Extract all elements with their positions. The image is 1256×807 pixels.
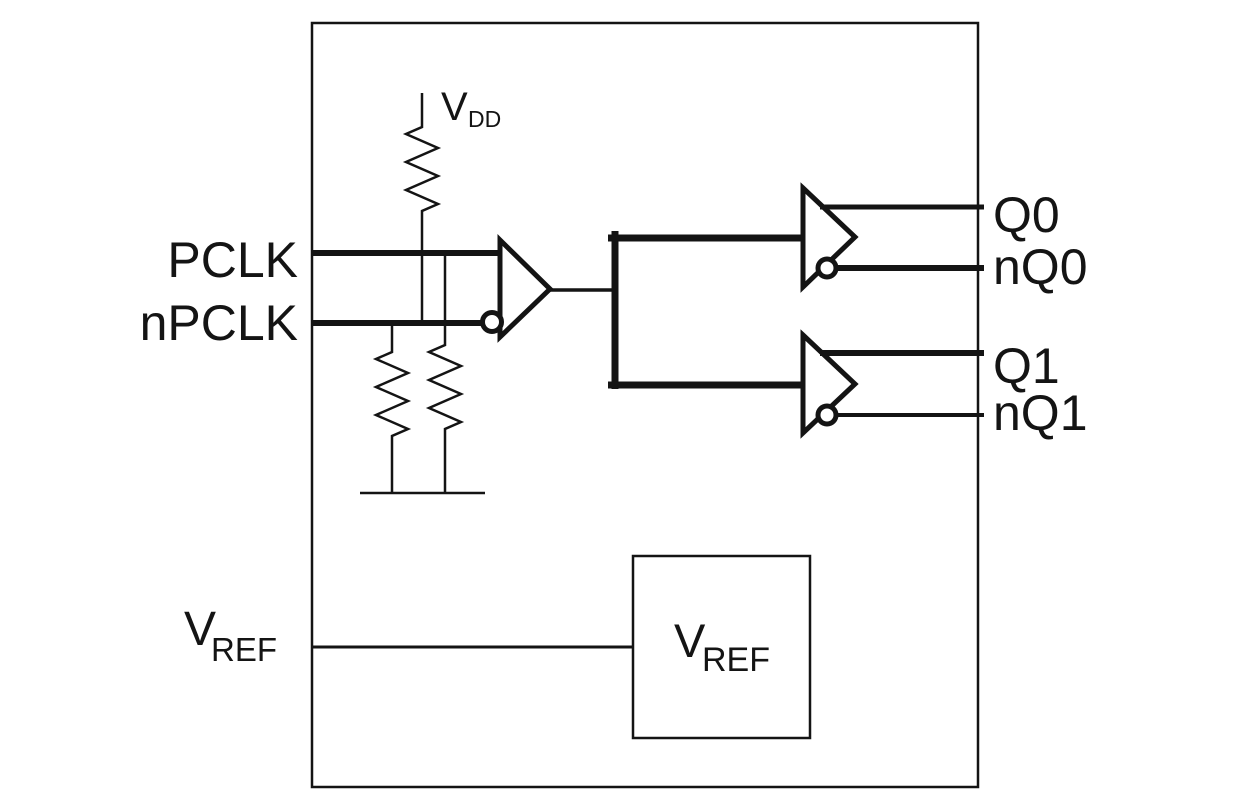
nq1-inversion-bubble: [815, 403, 839, 427]
device-boundary-box: [310, 21, 980, 789]
vref-block-label: V: [674, 614, 706, 667]
input-inversion-bubble: [480, 310, 504, 334]
pclk-label: PCLK: [167, 232, 298, 288]
nq0-label: nQ0: [993, 239, 1088, 295]
input-buffer-triangle: [497, 234, 554, 343]
q1-label: Q1: [993, 338, 1060, 394]
q0-label: Q0: [993, 187, 1060, 243]
vdd-pullup-resistor: [402, 93, 442, 323]
npclk-pulldown-resistor: [372, 325, 412, 493]
vref-input-label-subscript: REF: [211, 631, 277, 668]
npclk-label: nPCLK: [140, 295, 298, 351]
nq1-label: nQ1: [993, 385, 1088, 441]
vref-block-label-subscript: REF: [702, 641, 770, 679]
vdd-label-subscript: DD: [468, 106, 501, 132]
vdd-label: V: [441, 85, 468, 129]
vref-input-label: V: [184, 603, 216, 656]
vref-block-box: [631, 554, 812, 740]
pclk-pulldown-resistor: [425, 255, 465, 493]
nq0-inversion-bubble: [815, 256, 839, 280]
